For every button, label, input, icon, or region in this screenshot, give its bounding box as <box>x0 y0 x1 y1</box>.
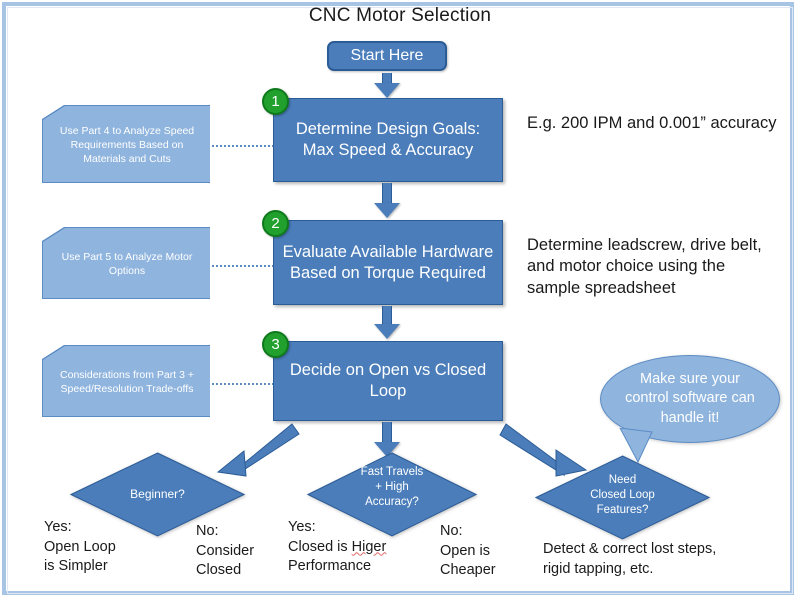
outcome-fast-travels-yes-line3: Performance <box>288 558 372 575</box>
arrow-start-to-step1 <box>374 73 400 98</box>
outcome-fast-travels-no: No: Open is Cheaper <box>440 523 496 579</box>
step-badge-1: 1 <box>262 88 289 115</box>
note-step1: Use Part 4 to Analyze Speed Requirements… <box>42 105 210 183</box>
start-here-button[interactable]: Start Here <box>327 41 447 71</box>
note-step1-text: Use Part 4 to Analyze Speed Requirements… <box>43 106 210 182</box>
note-step2-text: Use Part 5 to Analyze Motor Options <box>43 228 210 298</box>
outcome-beginner-yes: Yes: Open Loop is Simpler <box>44 519 116 575</box>
note-step2: Use Part 5 to Analyze Motor Options <box>42 227 210 299</box>
note-step3: Considerations from Part 3 + Speed/Resol… <box>42 345 210 417</box>
decision-diamond-closed-loop-features[interactable]: Need Closed Loop Features? <box>535 455 710 540</box>
process-box-step2[interactable]: Evaluate Available Hardware Based on Tor… <box>273 220 503 305</box>
arrow-shaft <box>382 422 392 443</box>
side-note-step1: E.g. 200 IPM and 0.001” accuracy <box>527 114 777 132</box>
outcome-fast-travels-yes-line2: Closed is Higer <box>288 538 438 558</box>
arrow-head <box>374 203 400 218</box>
diamond-shape <box>307 452 477 537</box>
arrow-head <box>374 83 400 98</box>
process-box-step3[interactable]: Decide on Open vs Closed Loop <box>273 341 503 421</box>
outcome-text-closed-is: Closed is <box>288 538 352 555</box>
callout-bubble-tail <box>619 428 653 464</box>
outcome-fast-travels-yes-line1: Yes: <box>288 519 316 535</box>
connector-note1-to-step1 <box>212 145 274 147</box>
note-step3-text: Considerations from Part 3 + Speed/Resol… <box>43 346 210 416</box>
page-title: CNC Motor Selection <box>308 5 492 26</box>
outcome-beginner-no: No: Consider Closed <box>196 523 255 579</box>
outcome-fast-travels-yes: Yes: Closed is Higer Performance <box>288 518 438 577</box>
arrow-step1-to-step2 <box>374 183 400 219</box>
callout-bubble: Make sure your control software can hand… <box>600 355 780 443</box>
diamond-shape <box>535 455 710 540</box>
process-box-step1[interactable]: Determine Design Goals: Max Speed & Accu… <box>273 98 503 182</box>
connector-note3-to-step3 <box>212 383 274 385</box>
arrow-shaft <box>382 73 392 84</box>
outcome-closed-loop-detail: Detect & correct lost steps, rigid tappi… <box>543 541 717 577</box>
arrow-shaft <box>382 306 392 325</box>
connector-note2-to-step2 <box>212 265 274 267</box>
side-note-step2: Determine leadscrew, drive belt, and mot… <box>527 236 762 297</box>
step-badge-3: 3 <box>262 331 289 358</box>
outcome-text-higer-typo: Higer <box>351 538 387 555</box>
step-badge-2: 2 <box>262 210 289 237</box>
arrow-step2-to-step3 <box>374 306 400 340</box>
diamond-shape <box>70 452 245 537</box>
arrow-shaft <box>382 183 392 204</box>
arrow-head <box>374 324 400 339</box>
